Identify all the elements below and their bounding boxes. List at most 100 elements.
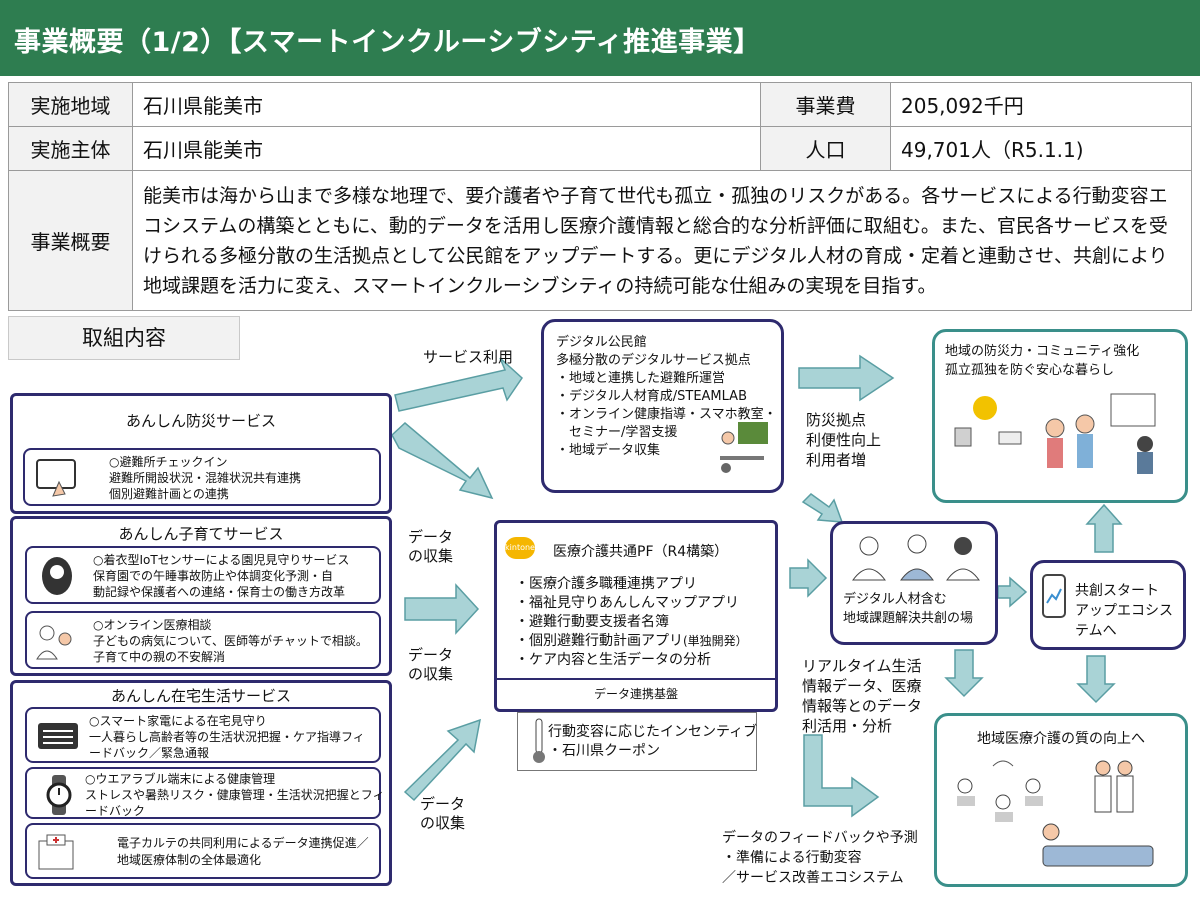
location-value: 石川県能美市 [132,82,761,127]
childcare-service-box: あんしん子育てサービス ○着衣型IoTセンサーによる園児見守りサービス 保育園で… [10,516,392,676]
kintone-badge: kintone [505,537,535,559]
digital-talent-box: デジタル人材含む地域課題解決共創の場 [830,521,998,645]
label-feedback: データのフィードバックや予測・準備による行動変容／サービス改善エコシステム [722,828,918,888]
arrow-pf-to-talent [789,558,828,598]
platform-item: ・避難行動要支援者名簿 [515,614,669,630]
arrow-childcare-to-pf [404,583,480,635]
label-realtime: リアルタイム生活情報データ、医療情報等とのデータ利活用・分析 [802,656,922,736]
hall-line: 多極分散のデジタルサービス拠点 [556,353,751,368]
childcare-line: 保育園での午睡事故防止や体調変化予測・自 [93,569,334,583]
cost-label: 事業費 [760,82,891,127]
home-service-title: あんしん在宅生活サービス [110,687,291,705]
childcare-service-title: あんしん子育てサービス [118,525,284,543]
home-line: 電子カルテの共同利用によるデータ連携促進／ [117,836,369,850]
label-line: データ [408,528,454,546]
home-line: ○ウエアラブル端末による健康管理 [85,772,276,786]
home-line: ストレスや暑熱リスク・健康管理・生活状況把握とフィ [85,788,385,802]
entity-value: 石川県能美市 [132,126,761,171]
label-line: の収集 [420,814,466,832]
platform-solo-note: (単独開発） [683,634,748,648]
incentive-line: 行動変容に応じたインセンティブ [548,724,758,740]
incentive-text: 行動変容に応じたインセンティブ・石川県クーポン [548,723,757,761]
home-item-wearable: ○ウエアラブル端末による健康管理 ストレスや暑熱リスク・健康管理・生活状況把握と… [25,767,385,819]
location-label: 実施地域 [8,82,133,127]
hall-line: ・地域データ収集 [556,443,661,458]
platform-item: ・医療介護多職種連携アプリ [515,576,697,592]
home-line: 地域医療体制の全体最適化 [117,853,262,867]
platform-item: ・個別避難行動計画アプリ [515,633,683,649]
baby-icon [42,557,72,595]
outcome-disaster-box: 地域の防災力・コミュニティ強化孤立孤独を防ぐ安心な暮らし [932,329,1188,503]
classroom-icon [720,422,768,473]
thermometer-icon [533,718,545,763]
summary-label: 事業概要 [8,170,133,311]
arrow-home-to-pf [403,718,481,802]
arrow-talent-down [944,649,984,698]
outcome-line: 地域の防災力・コミュニティ強化 [945,344,1140,359]
childcare-line: ○着衣型IoTセンサーによる園児見守りサービス [93,553,350,567]
arrow-hall-to-outcome [798,354,895,402]
home-line: ードバック／緊急通報 [89,746,210,760]
disaster-service-title: あんしん防災サービス [125,412,276,430]
community-icon [954,393,1156,474]
startup-line: テムへ [1075,623,1117,639]
startup-line: 共創スタート [1075,583,1159,599]
appliance-icon [38,723,78,749]
data-base-label: データ連携基盤 [497,678,775,709]
platform-items: ・医療介護多職種連携アプリ・福祉見守りあんしんマップアプリ・避難行動要支援者名簿… [515,575,748,670]
childcare-line: 子どもの病気について、医師等がチャットで相談。 [93,634,368,648]
startup-line: アップエコシス [1075,603,1173,619]
label-line: の収集 [408,547,454,565]
page-title: 事業概要（1/2）【スマートインクルーシブシティ推進事業】 [14,27,761,58]
home-service-box: あんしん在宅生活サービス ○スマート家電による在宅見守り 一人暮らし高齢者等の生… [10,680,392,886]
outcome-disaster-text: 地域の防災力・コミュニティ強化孤立孤独を防ぐ安心な暮らし [945,342,1139,380]
medical-care-icon [957,760,1154,867]
label-disaster-base: 防災拠点利便性向上利用者増 [806,410,881,470]
childcare-line: 子育て中の親の不安解消 [93,650,226,664]
entity-label: 実施主体 [8,126,133,171]
platform-item: ・福祉見守りあんしんマップアプリ [515,595,739,611]
label-line: ・準備による行動変容 [722,850,862,866]
childcare-line: ○オンライン医療相談 [93,618,212,632]
disaster-service-item: ○避難所チェックイン 避難所開設状況・混雑状況共有連携 個別避難計画との連携 [23,448,381,506]
label-line: 情報等とのデータ [802,697,922,715]
disaster-line: 個別避難計画との連携 [109,487,229,501]
label-line: 利活用・分析 [802,717,893,735]
smartphone-icon [1042,574,1066,618]
section-tab: 取組内容 [8,316,240,360]
label-data-collect-1: データの収集 [408,528,453,566]
platform-title: 医療介護共通PF（R4構築） [553,544,729,560]
label-line: データ [420,795,466,813]
label-line: リアルタイム生活 [802,657,922,675]
label-line: 利用者増 [806,451,867,469]
home-line: ードバック [85,804,146,818]
startup-box: 共創スタートアップエコシステムへ [1030,560,1186,650]
home-line: 一人暮らし高齢者等の生活状況把握・ケア指導フィ [89,730,365,744]
home-item-ehr: 電子カルテの共同利用によるデータ連携促進／ 地域医療体制の全体最適化 [25,823,381,879]
arrow-service-use [394,357,523,412]
arrow-startup-down [1076,655,1116,704]
disaster-line: 避難所開設状況・混雑状況共有連携 [109,471,302,485]
startup-text: 共創スタートアップエコシステムへ [1075,581,1173,641]
label-service-use: サービス利用 [423,348,514,366]
hall-line: ・デジタル人材育成/STEAMLAB [556,389,747,404]
arrow-talent-to-startup [997,576,1028,608]
outcome-medical-text: 地域医療介護の質の向上へ [977,731,1145,747]
platform-box: kintone 医療介護共通PF（R4構築） ・医療介護多職種連携アプリ・福祉見… [494,520,778,712]
arrow-startup-up [1085,503,1123,553]
digital-talent-text: デジタル人材含む地域課題解決共創の場 [843,590,973,628]
home-item-appliance: ○スマート家電による在宅見守り 一人暮らし高齢者等の生活状況把握・ケア指導フィ … [25,707,381,763]
doctor-child-icon [36,625,72,660]
label-line: データのフィードバックや予測 [722,830,918,846]
population-label: 人口 [760,126,891,171]
hall-line: セミナー/学習支援 [556,425,678,440]
arrow-disaster-to-hall [391,421,494,500]
incentive-box: 行動変容に応じたインセンティブ・石川県クーポン [517,712,757,771]
disaster-service-box: あんしん防災サービス ○避難所チェックイン 避難所開設状況・混雑状況共有連携 個… [10,393,392,514]
cost-value: 205,092千円 [890,82,1192,127]
hospital-icon [38,834,74,870]
arrow-feedback [803,734,880,818]
info-table: 実施地域 石川県能美市 事業費 205,092千円 実施主体 石川県能美市 人口… [8,82,1192,311]
arrow-hall-to-talent [801,493,844,523]
